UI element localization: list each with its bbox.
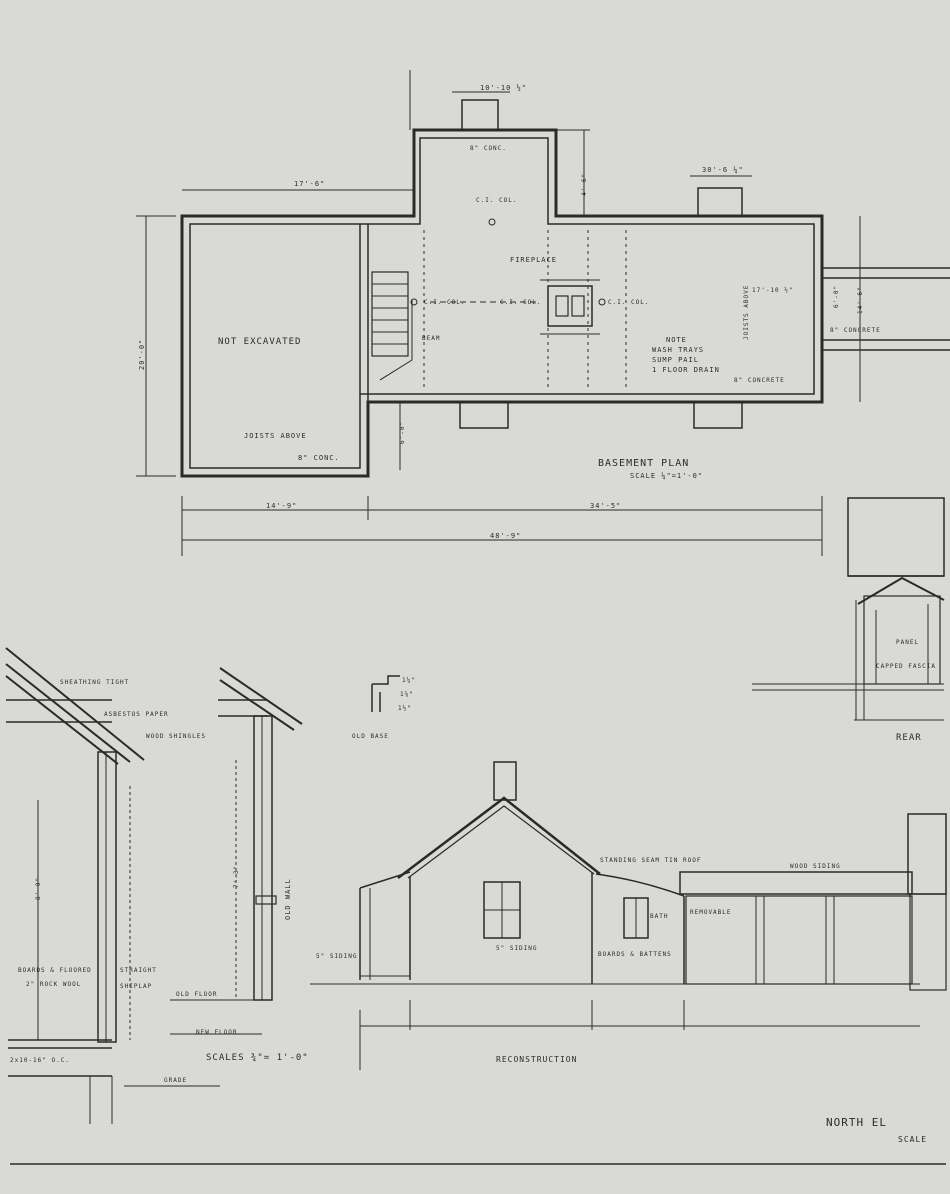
rear-panel-label: PANEL <box>896 639 919 646</box>
height-7-label: 7'-3" <box>233 865 240 888</box>
asbestos-label: ASBESTOS PAPER <box>104 711 169 718</box>
conc-top-label: 8" CONC. <box>470 145 507 152</box>
ci-col-label-1: C.I. COL. <box>424 299 466 306</box>
conc-ext-label: 8" CONCRETE <box>830 327 881 334</box>
wall-section-right <box>170 667 303 1035</box>
sheathing-label: SHEATHING TIGHT <box>60 679 129 686</box>
reconstruction-caption: RECONSTRUCTION <box>496 1055 577 1064</box>
old-floor-label: OLD FLOOR <box>176 991 218 998</box>
dim-right-window: 30'-6 ¼" <box>702 166 744 174</box>
conc-right-label: 8" CONCRETE <box>734 377 785 384</box>
boards-battens-label: BOARDS & BATTENS <box>598 951 672 958</box>
note-line-1: WASH TRAYS <box>652 346 704 354</box>
rear-fascia-label: CAPPED FASCIA <box>876 663 936 670</box>
note-title: NOTE <box>666 336 687 344</box>
studs-label: STRAIGHT <box>120 967 157 974</box>
bath-label: BATH <box>650 913 668 920</box>
wall-section-left <box>5 647 220 1124</box>
dim-stair: 17'-10 ½" <box>752 287 794 294</box>
siding-left-label: 5" SIDING <box>316 953 358 960</box>
shiplap-label: SHIPLAP <box>120 983 152 990</box>
new-floor-label: NEW FLOOR <box>196 1029 238 1036</box>
north-elevation-title: NORTH EL <box>826 1116 887 1129</box>
north-elevation-scale: SCALE <box>898 1135 927 1144</box>
shingles-label: WOOD SHINGLES <box>146 733 206 740</box>
boards-label: BOARDS & FLOORED <box>18 967 92 974</box>
north-elevation <box>310 761 947 1070</box>
note-line-2: SUMP PAIL <box>652 356 699 364</box>
ci-col-label-4: C.I. COL. <box>476 197 518 204</box>
grade-label: GRADE <box>164 1077 187 1084</box>
basement-plan-title: BASEMENT PLAN <box>598 458 689 469</box>
not-excavated-label: NOT EXCAVATED <box>218 337 301 347</box>
dim-ext-a: 6'-0" <box>833 285 840 308</box>
scales-label: SCALES ¾"= 1'-0" <box>206 1053 309 1063</box>
removable-label: REMOVABLE <box>690 909 732 916</box>
dim-wing: 6'-0" <box>399 421 406 444</box>
old-base-label: OLD BASE <box>352 733 389 740</box>
joists-above-left-label: JOISTS ABOVE <box>244 432 307 440</box>
detail-dim-1: 1¼" <box>402 677 416 684</box>
dim-bay: 4'-6" <box>581 173 588 196</box>
stair <box>371 271 413 381</box>
note-line-3: 1 FLOOR DRAIN <box>652 366 720 374</box>
dim-top-window: 10'-10 ½" <box>480 84 527 92</box>
beam-label: BEAM <box>422 335 440 342</box>
rear-elevation-title: REAR <box>896 733 922 743</box>
fireplace <box>540 279 600 335</box>
siding-mid-label: 5" SIDING <box>496 945 538 952</box>
ci-col-label-2: C.I. COL. <box>500 299 542 306</box>
ci-col-label-3: C.I. COL. <box>608 299 650 306</box>
basement-plan-scale: SCALE ¼"=1'-0" <box>630 472 703 480</box>
fireplace-label: FIREPLACE <box>510 256 557 264</box>
height-8-label: 8'-0" <box>35 877 42 900</box>
dim-left-height: 20'-0" <box>138 339 146 370</box>
dim-bottom-left: 14'-9" <box>266 502 297 510</box>
detail-dim-2: 1⅝" <box>400 691 414 698</box>
base-detail <box>371 675 400 712</box>
wood-siding-label: WOOD SIDING <box>790 863 841 870</box>
old-wall-label: OLD WALL <box>284 878 292 920</box>
dim-ext-b: 14'-6" <box>857 286 864 314</box>
dim-overall: 48'-9" <box>490 532 521 540</box>
detail-dim-3: 1½" <box>398 705 412 712</box>
dim-bottom-right: 34'-5" <box>590 502 621 510</box>
rock-wool-label: 2" ROCK WOOL <box>26 981 81 988</box>
seam-roof-label: STANDING SEAM TIN ROOF <box>600 857 701 864</box>
dim-top-left: 17'-6" <box>294 180 325 188</box>
joists-label: 2x10-16" O.C. <box>10 1057 70 1064</box>
joists-above-right-label: JOISTS ABOVE <box>743 285 750 340</box>
rear-elevation <box>752 497 945 721</box>
conc-bottom-label: 8" CONC. <box>298 454 340 462</box>
basement-plan <box>136 70 950 556</box>
